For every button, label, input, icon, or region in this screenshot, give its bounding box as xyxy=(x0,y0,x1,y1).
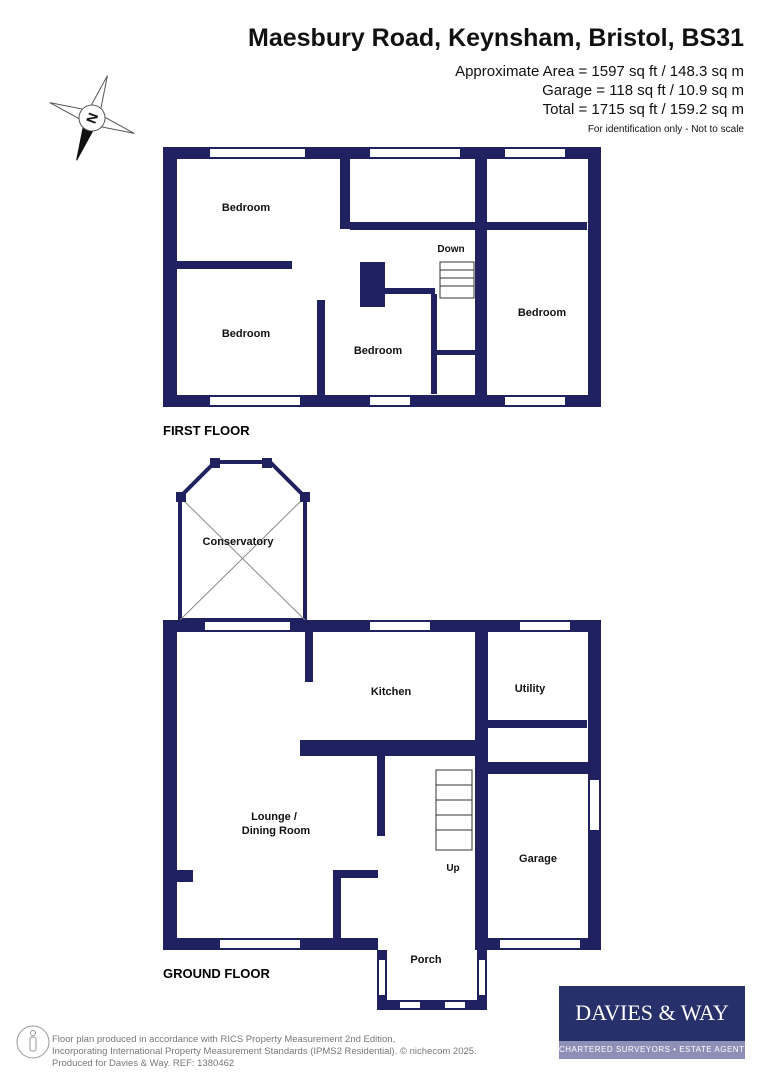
footer-disclaimer: Floor plan produced in accordance with R… xyxy=(52,1034,477,1070)
footer-line: Produced for Davies & Way. REF: 1380462 xyxy=(52,1058,235,1069)
room-kitchen: Kitchen xyxy=(371,686,412,698)
garage-area: Garage = 118 sq ft / 10.9 sq m xyxy=(542,82,744,99)
compass-icon xyxy=(49,75,135,161)
first-floor-label: FIRST FLOOR xyxy=(163,423,250,438)
room-bedroom-2: Bedroom xyxy=(222,328,271,340)
first-floor-walls xyxy=(163,147,601,407)
first-floor-windows xyxy=(210,149,565,405)
room-conservatory: Conservatory xyxy=(203,536,275,548)
room-lounge-line1: Lounge / xyxy=(251,811,297,823)
footer-line: Incorporating International Property Mea… xyxy=(52,1046,477,1057)
ground-floor-walls xyxy=(163,620,601,1010)
davies-way-logo: DAVIES & WAY CHARTERED SURVEYORS • ESTAT… xyxy=(559,986,750,1059)
room-garage: Garage xyxy=(519,853,557,865)
footer-line: Floor plan produced in accordance with R… xyxy=(52,1034,396,1045)
stairs-down-label: Down xyxy=(437,244,464,255)
room-utility: Utility xyxy=(515,683,546,695)
room-bedroom-4: Bedroom xyxy=(518,307,567,319)
stairs-up-label: Up xyxy=(446,863,459,874)
property-title: Maesbury Road, Keynsham, Bristol, BS31 xyxy=(248,24,744,52)
ground-floor-windows xyxy=(205,622,599,1008)
person-scale-icon xyxy=(16,1025,50,1059)
total-area: Total = 1715 sq ft / 159.2 sq m xyxy=(542,101,744,118)
logo-name: DAVIES & WAY xyxy=(575,1000,729,1025)
scale-note: For identification only - Not to scale xyxy=(587,124,744,135)
room-porch: Porch xyxy=(410,954,441,966)
room-bedroom-1: Bedroom xyxy=(222,202,271,214)
room-bedroom-3: Bedroom xyxy=(354,345,403,357)
ground-floor-label: GROUND FLOOR xyxy=(163,966,270,981)
ground-floor-stairs xyxy=(435,769,473,851)
first-floor-stairs xyxy=(439,261,475,299)
logo-tagline: CHARTERED SURVEYORS • ESTATE AGENTS xyxy=(559,1041,750,1059)
approximate-area: Approximate Area = 1597 sq ft / 148.3 sq… xyxy=(455,63,744,80)
room-lounge-line2: Dining Room xyxy=(242,825,311,837)
